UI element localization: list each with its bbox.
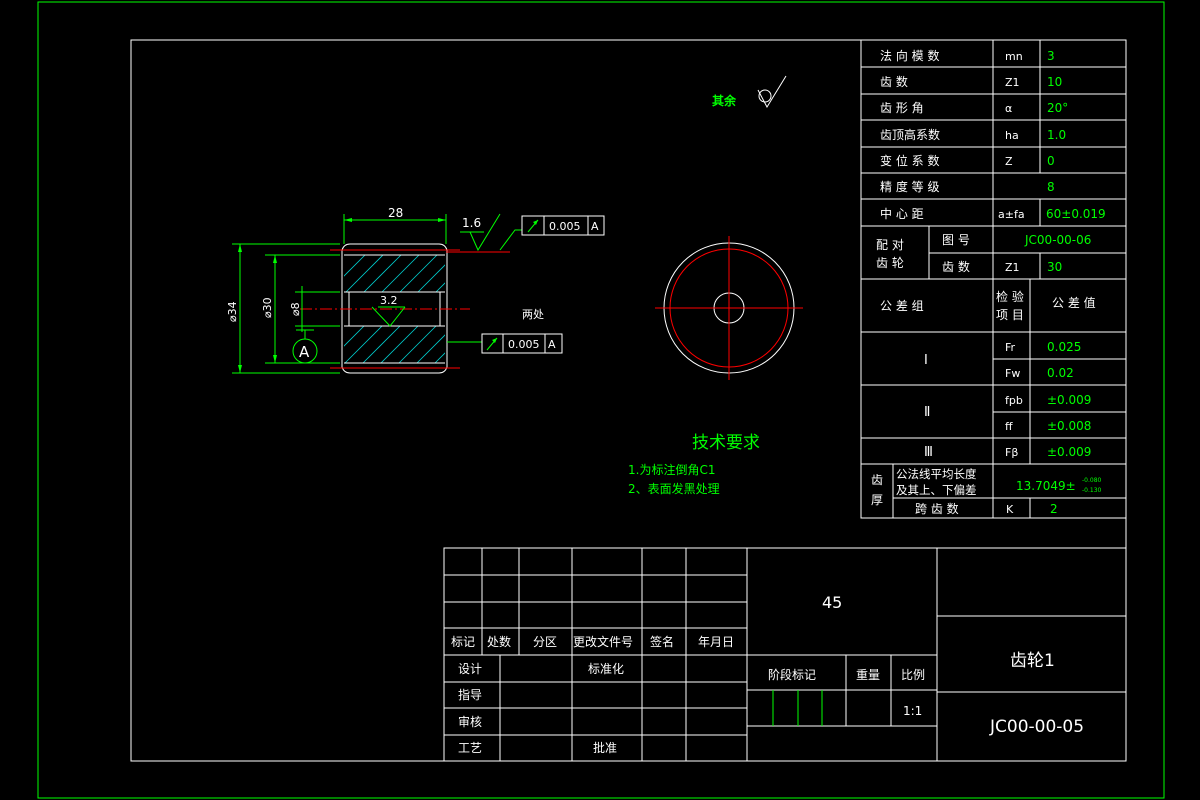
tol-value-header: 公 差 值 — [1052, 295, 1096, 310]
tb-role: 设计 — [458, 662, 482, 676]
tol-group-id: Ⅲ — [924, 445, 933, 460]
tol-sym: ff — [1005, 420, 1013, 433]
front-view: 28 ⌀34 ⌀30 ⌀8 A 1.6 — [226, 206, 605, 374]
dim-bore: ⌀8 — [289, 302, 302, 316]
param-val: 8 — [1047, 180, 1055, 194]
tol-sym: Fw — [1005, 367, 1020, 380]
mating-drawing-val: JC00-00-06 — [1024, 233, 1091, 247]
tb-scale-val: 1:1 — [903, 704, 922, 718]
roughness-bore: 3.2 — [380, 294, 398, 307]
tol-val: ±0.009 — [1047, 393, 1091, 407]
side-view — [655, 236, 803, 380]
tb-approve: 批准 — [593, 740, 617, 755]
tb-role: 工艺 — [458, 741, 482, 755]
mating-label-1: 配 对 — [876, 238, 904, 252]
param-table: 法 向 模 数 mn 3 齿 数 Z1 10 齿 形 角 α 20° 齿顶高系数… — [860, 39, 1127, 519]
tol-item-header-2: 项 目 — [996, 308, 1024, 322]
param-name: 齿 数 — [880, 74, 908, 89]
tb-header: 更改文件号 — [573, 634, 633, 649]
thickness-label-2: 厚 — [871, 493, 883, 507]
tol-val: ±0.009 — [1047, 445, 1091, 459]
tb-role: 指导 — [458, 687, 482, 702]
tol-val: ±0.008 — [1047, 419, 1091, 433]
drawing-number: JC00-00-05 — [989, 717, 1084, 737]
param-name: 齿顶高系数 — [880, 127, 940, 142]
param-val: 1.0 — [1047, 128, 1066, 142]
section-hatch — [344, 255, 445, 363]
thickness-desc-1: 公法线平均长度 — [896, 467, 977, 481]
tol-group-id: Ⅱ — [924, 405, 930, 420]
mating-drawing-label: 图 号 — [942, 233, 970, 247]
param-name: 变 位 系 数 — [880, 153, 939, 168]
param-val: 10 — [1047, 75, 1062, 89]
tol-val: 0.025 — [1047, 340, 1081, 354]
param-sym: α — [1005, 102, 1012, 115]
tol-group-id: Ⅰ — [924, 353, 928, 368]
mating-teeth-sym: Z1 — [1005, 261, 1020, 274]
dim-root: ⌀30 — [261, 297, 274, 318]
tech-requirements: 技术要求 1.为标注倒角C1 2、表面发黑处理 — [628, 433, 760, 496]
thickness-desc-2: 及其上、下偏差 — [896, 483, 977, 497]
thickness-dev-upper: -0.080 — [1082, 477, 1102, 484]
span-label: 跨 齿 数 — [915, 501, 959, 516]
title-block: 标记 处数 分区 更改文件号 签名 年月日 设计 指导 审核 工艺 标准化 批准… — [443, 547, 1127, 762]
thickness-val: 13.7049± — [1016, 479, 1076, 493]
roughness-main: 1.6 — [462, 216, 481, 230]
datum-label: A — [299, 343, 310, 361]
param-sym: a±fa — [998, 208, 1025, 221]
tb-stage-mark: 阶段标记 — [768, 667, 816, 682]
tb-standardize: 标准化 — [588, 662, 624, 676]
surface-finish-note: 其余 — [712, 75, 787, 109]
param-name: 精 度 等 级 — [880, 179, 939, 194]
param-val: 60±0.019 — [1046, 207, 1106, 221]
tb-header: 签名 — [650, 634, 674, 649]
param-val: 3 — [1047, 49, 1055, 63]
inner-border — [130, 39, 1127, 762]
tb-role: 审核 — [458, 714, 482, 729]
param-name: 法 向 模 数 — [880, 48, 939, 63]
tb-scale-label: 比例 — [901, 668, 925, 682]
tech-title: 技术要求 — [692, 433, 760, 453]
runout-side-datum: A — [548, 338, 556, 351]
surface-finish-text: 其余 — [712, 93, 737, 108]
tb-header: 分区 — [533, 635, 557, 649]
tol-sym: Fr — [1005, 341, 1016, 354]
span-val: 2 — [1050, 502, 1058, 516]
tb-header: 标记 — [451, 635, 475, 649]
runout-side-tol: 0.005 — [508, 338, 540, 351]
thickness-label-1: 齿 — [871, 473, 883, 487]
tol-item-header-1: 检 验 — [996, 289, 1024, 304]
param-sym: mn — [1005, 50, 1023, 63]
mating-label-2: 齿 轮 — [876, 256, 904, 270]
mating-teeth-val: 30 — [1047, 260, 1062, 274]
param-sym: Z1 — [1005, 76, 1020, 89]
outer-border — [37, 1, 1165, 799]
param-sym: Z — [1005, 155, 1013, 168]
tol-val: 0.02 — [1047, 366, 1074, 380]
tol-sym: Fβ — [1005, 446, 1018, 459]
param-val: 0 — [1047, 154, 1055, 168]
tol-group-header: 公 差 组 — [880, 299, 924, 313]
mating-teeth-label: 齿 数 — [942, 259, 970, 274]
param-name: 中 心 距 — [880, 206, 924, 221]
two-places-note: 两处 — [522, 308, 544, 321]
dim-length: 28 — [388, 206, 403, 220]
param-val: 20° — [1047, 101, 1068, 115]
thickness-dev-lower: -0.130 — [1082, 487, 1102, 494]
span-sym: K — [1006, 503, 1014, 516]
tech-item-1: 1.为标注倒角C1 — [628, 462, 715, 477]
material: 45 — [822, 593, 842, 612]
tb-weight: 重量 — [856, 668, 880, 682]
part-name: 齿轮1 — [1010, 651, 1055, 671]
param-name: 齿 形 角 — [880, 101, 924, 115]
tol-sym: fpb — [1005, 394, 1023, 407]
tech-item-2: 2、表面发黑处理 — [628, 481, 720, 496]
runout-top-tol: 0.005 — [549, 220, 581, 233]
tb-header: 处数 — [487, 634, 511, 649]
tb-header: 年月日 — [698, 635, 734, 649]
param-sym: ha — [1005, 129, 1019, 142]
dim-outer: ⌀34 — [226, 301, 239, 322]
runout-top-datum: A — [591, 220, 599, 233]
